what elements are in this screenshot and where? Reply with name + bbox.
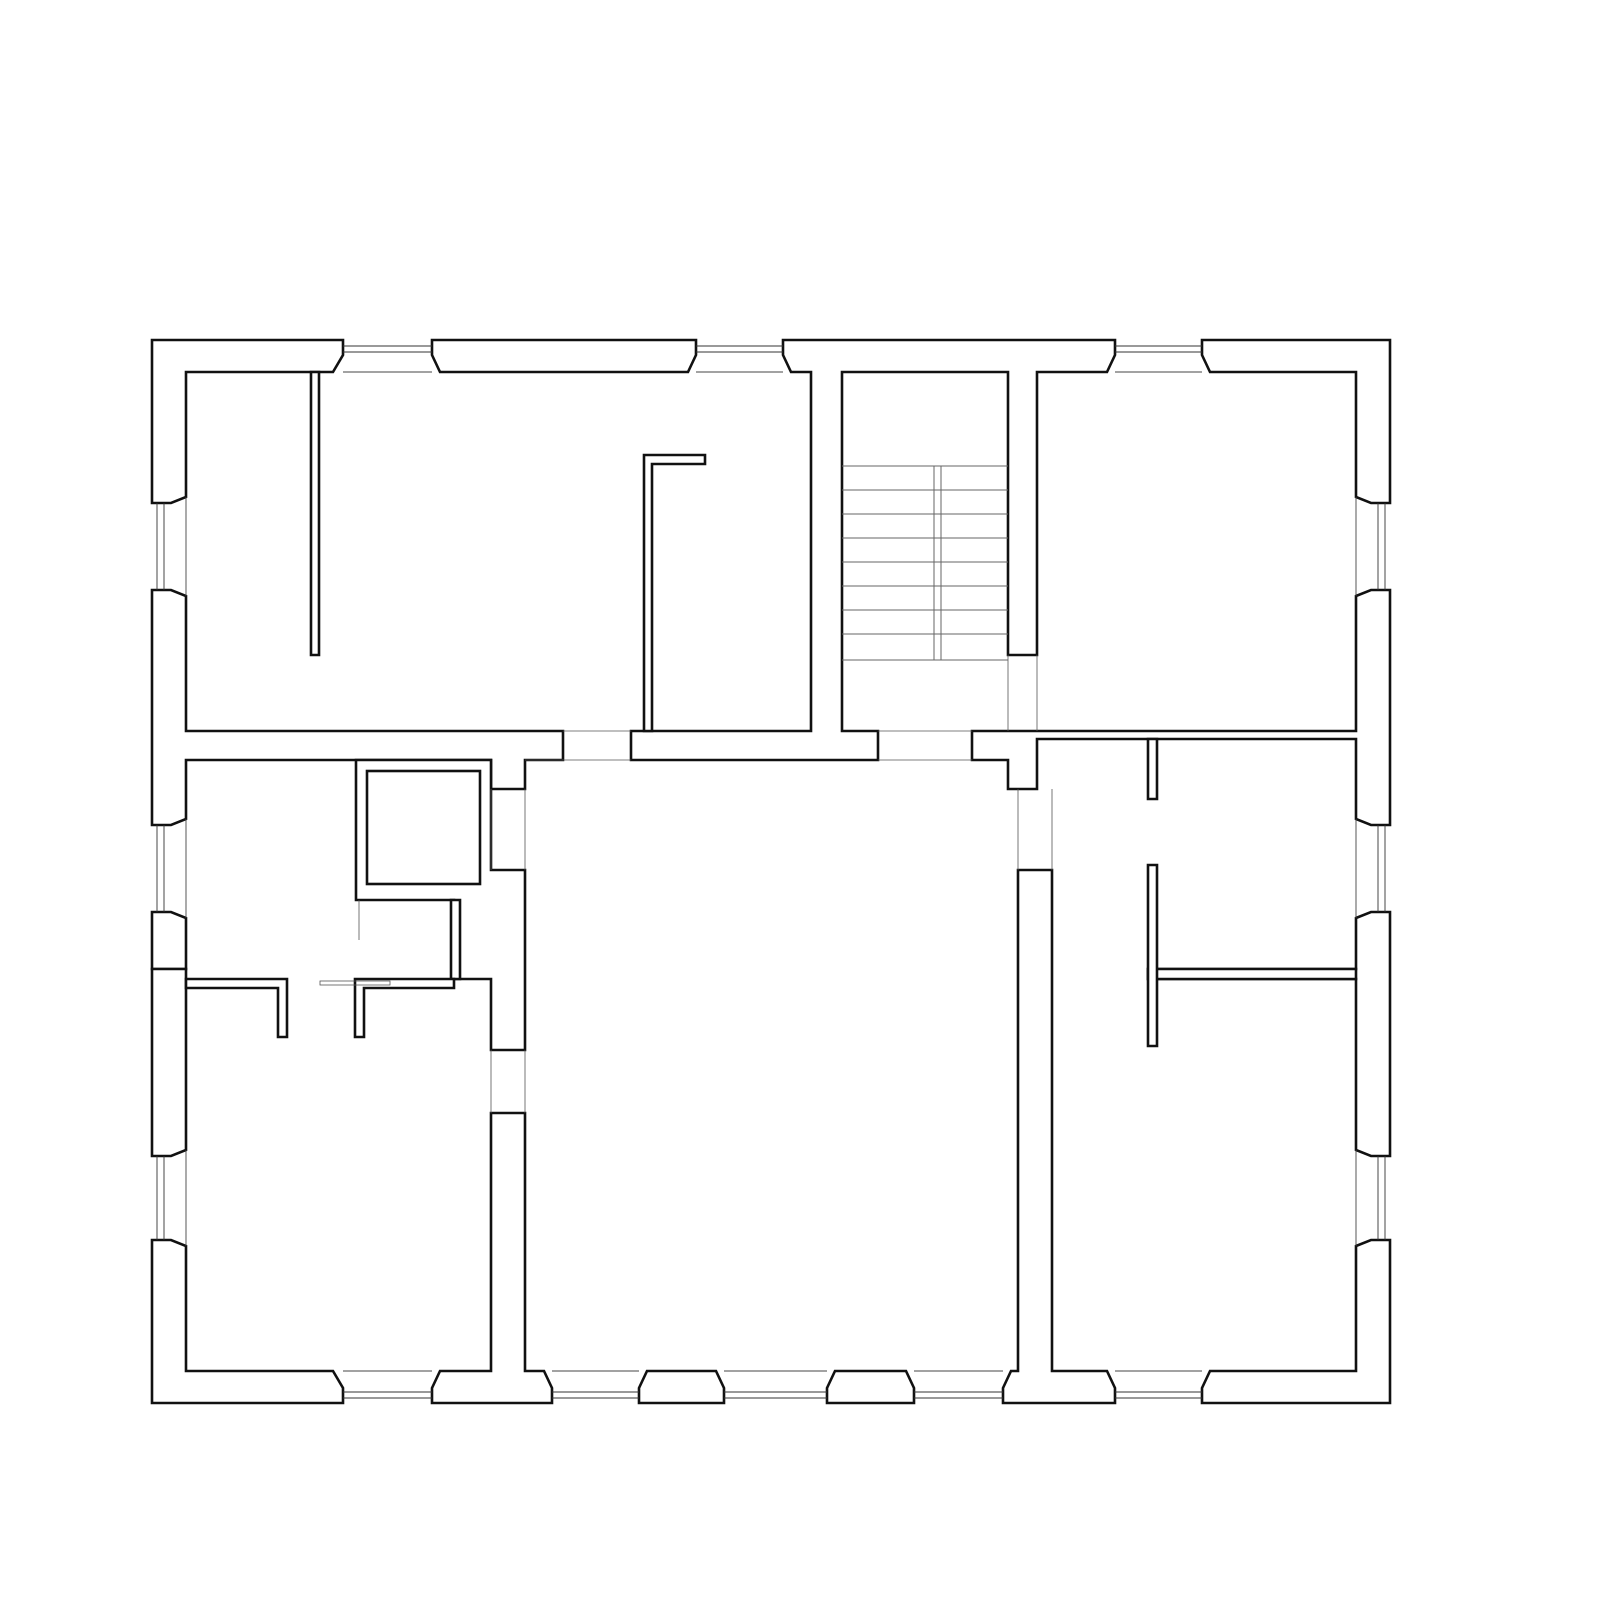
- wall-south-pier-1: [430, 1111, 554, 1405]
- shaft-inner: [365, 769, 482, 886]
- partition-southwest-jamb-right: [353, 977, 456, 1039]
- wall-southeast-corner: [1200, 1238, 1392, 1405]
- window-south-4: [914, 1370, 1003, 1399]
- east-windows: [1355, 497, 1386, 1246]
- window-south-5: [1115, 1370, 1202, 1399]
- wall-northeast-room-divider: [1146, 967, 1358, 981]
- staircase: [842, 465, 1008, 661]
- window-south-1: [343, 1370, 432, 1399]
- door-openings: [319, 655, 1053, 1113]
- window-east-1: [1355, 497, 1386, 596]
- wall-east-pier-2: [1146, 910, 1392, 1158]
- window-east-2: [1355, 819, 1386, 918]
- partition-east-upper: [1146, 737, 1159, 801]
- wall-west-pier-2: [150, 910, 188, 971]
- partition-northwest-vertical: [309, 370, 321, 657]
- south-windows: [343, 1370, 1202, 1399]
- wall-west-pier-3: [150, 967, 188, 1158]
- west-exterior-wall: [150, 588, 565, 1405]
- window-west-3: [156, 1150, 187, 1246]
- west-windows: [156, 497, 187, 1246]
- window-east-3: [1355, 1150, 1386, 1246]
- window-south-3: [724, 1370, 827, 1399]
- window-west-2: [156, 819, 187, 918]
- partition-southwest-jamb-left: [184, 977, 289, 1039]
- window-south-2: [552, 1370, 639, 1399]
- wall-southwest-corner: [150, 1238, 345, 1405]
- north-windows: [343, 345, 1202, 373]
- interior-walls: [184, 370, 1159, 1052]
- wall-east-pier-1: [970, 588, 1392, 827]
- wall-south-pier-4: [1001, 868, 1117, 1405]
- window-west-1: [156, 497, 187, 596]
- window-north-3: [1115, 345, 1202, 373]
- wall-north-pier-1: [430, 338, 698, 374]
- wall-north-block-center: [629, 338, 1117, 762]
- window-north-1: [343, 345, 432, 373]
- wall-south-pier-3: [825, 1369, 916, 1405]
- sliding-door-panel: [319, 980, 391, 986]
- south-exterior-wall: [430, 868, 1117, 1405]
- shaft-post: [449, 898, 462, 981]
- wall-northeast-corner: [1200, 338, 1392, 505]
- wall-northwest-corner: [150, 338, 345, 505]
- wall-south-pier-2: [637, 1369, 726, 1405]
- partition-closet-l: [642, 453, 707, 733]
- partition-east-lower: [1146, 863, 1159, 1048]
- window-north-2: [696, 345, 783, 373]
- stair-treads: [842, 465, 1008, 661]
- north-exterior-wall: [150, 338, 1392, 762]
